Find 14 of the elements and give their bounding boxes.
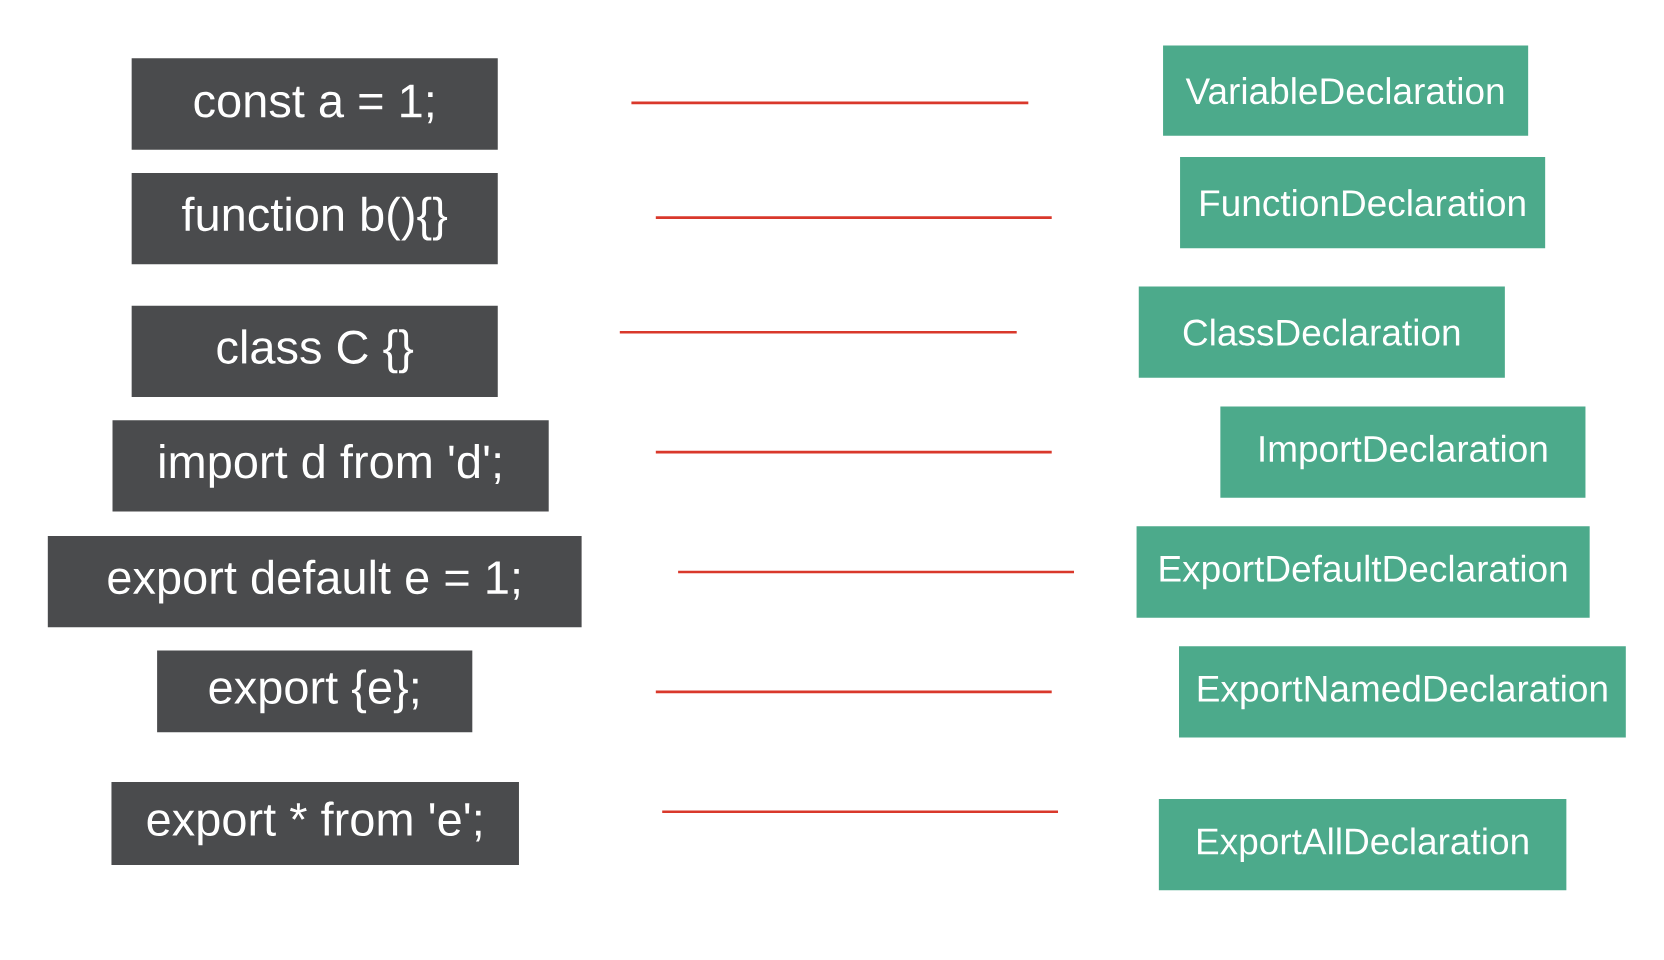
declaration-box: VariableDeclaration — [1163, 45, 1529, 136]
declaration-box: ExportDefaultDeclaration — [1136, 526, 1590, 618]
declaration-box: ExportNamedDeclaration — [1179, 646, 1626, 738]
code-box: import d from 'd'; — [112, 420, 549, 512]
code-box: export {e}; — [157, 650, 473, 733]
declaration-box: ExportAllDeclaration — [1158, 799, 1567, 891]
code-box: export default e = 1; — [47, 535, 582, 628]
declaration-box: FunctionDeclaration — [1180, 157, 1546, 249]
declaration-box: ClassDeclaration — [1138, 286, 1505, 378]
code-box: function b(){} — [131, 172, 498, 265]
code-box: export * from 'e'; — [111, 782, 519, 865]
code-box: class C {} — [131, 305, 498, 397]
declaration-box: ImportDeclaration — [1220, 406, 1586, 498]
code-box: const a = 1; — [131, 58, 498, 150]
